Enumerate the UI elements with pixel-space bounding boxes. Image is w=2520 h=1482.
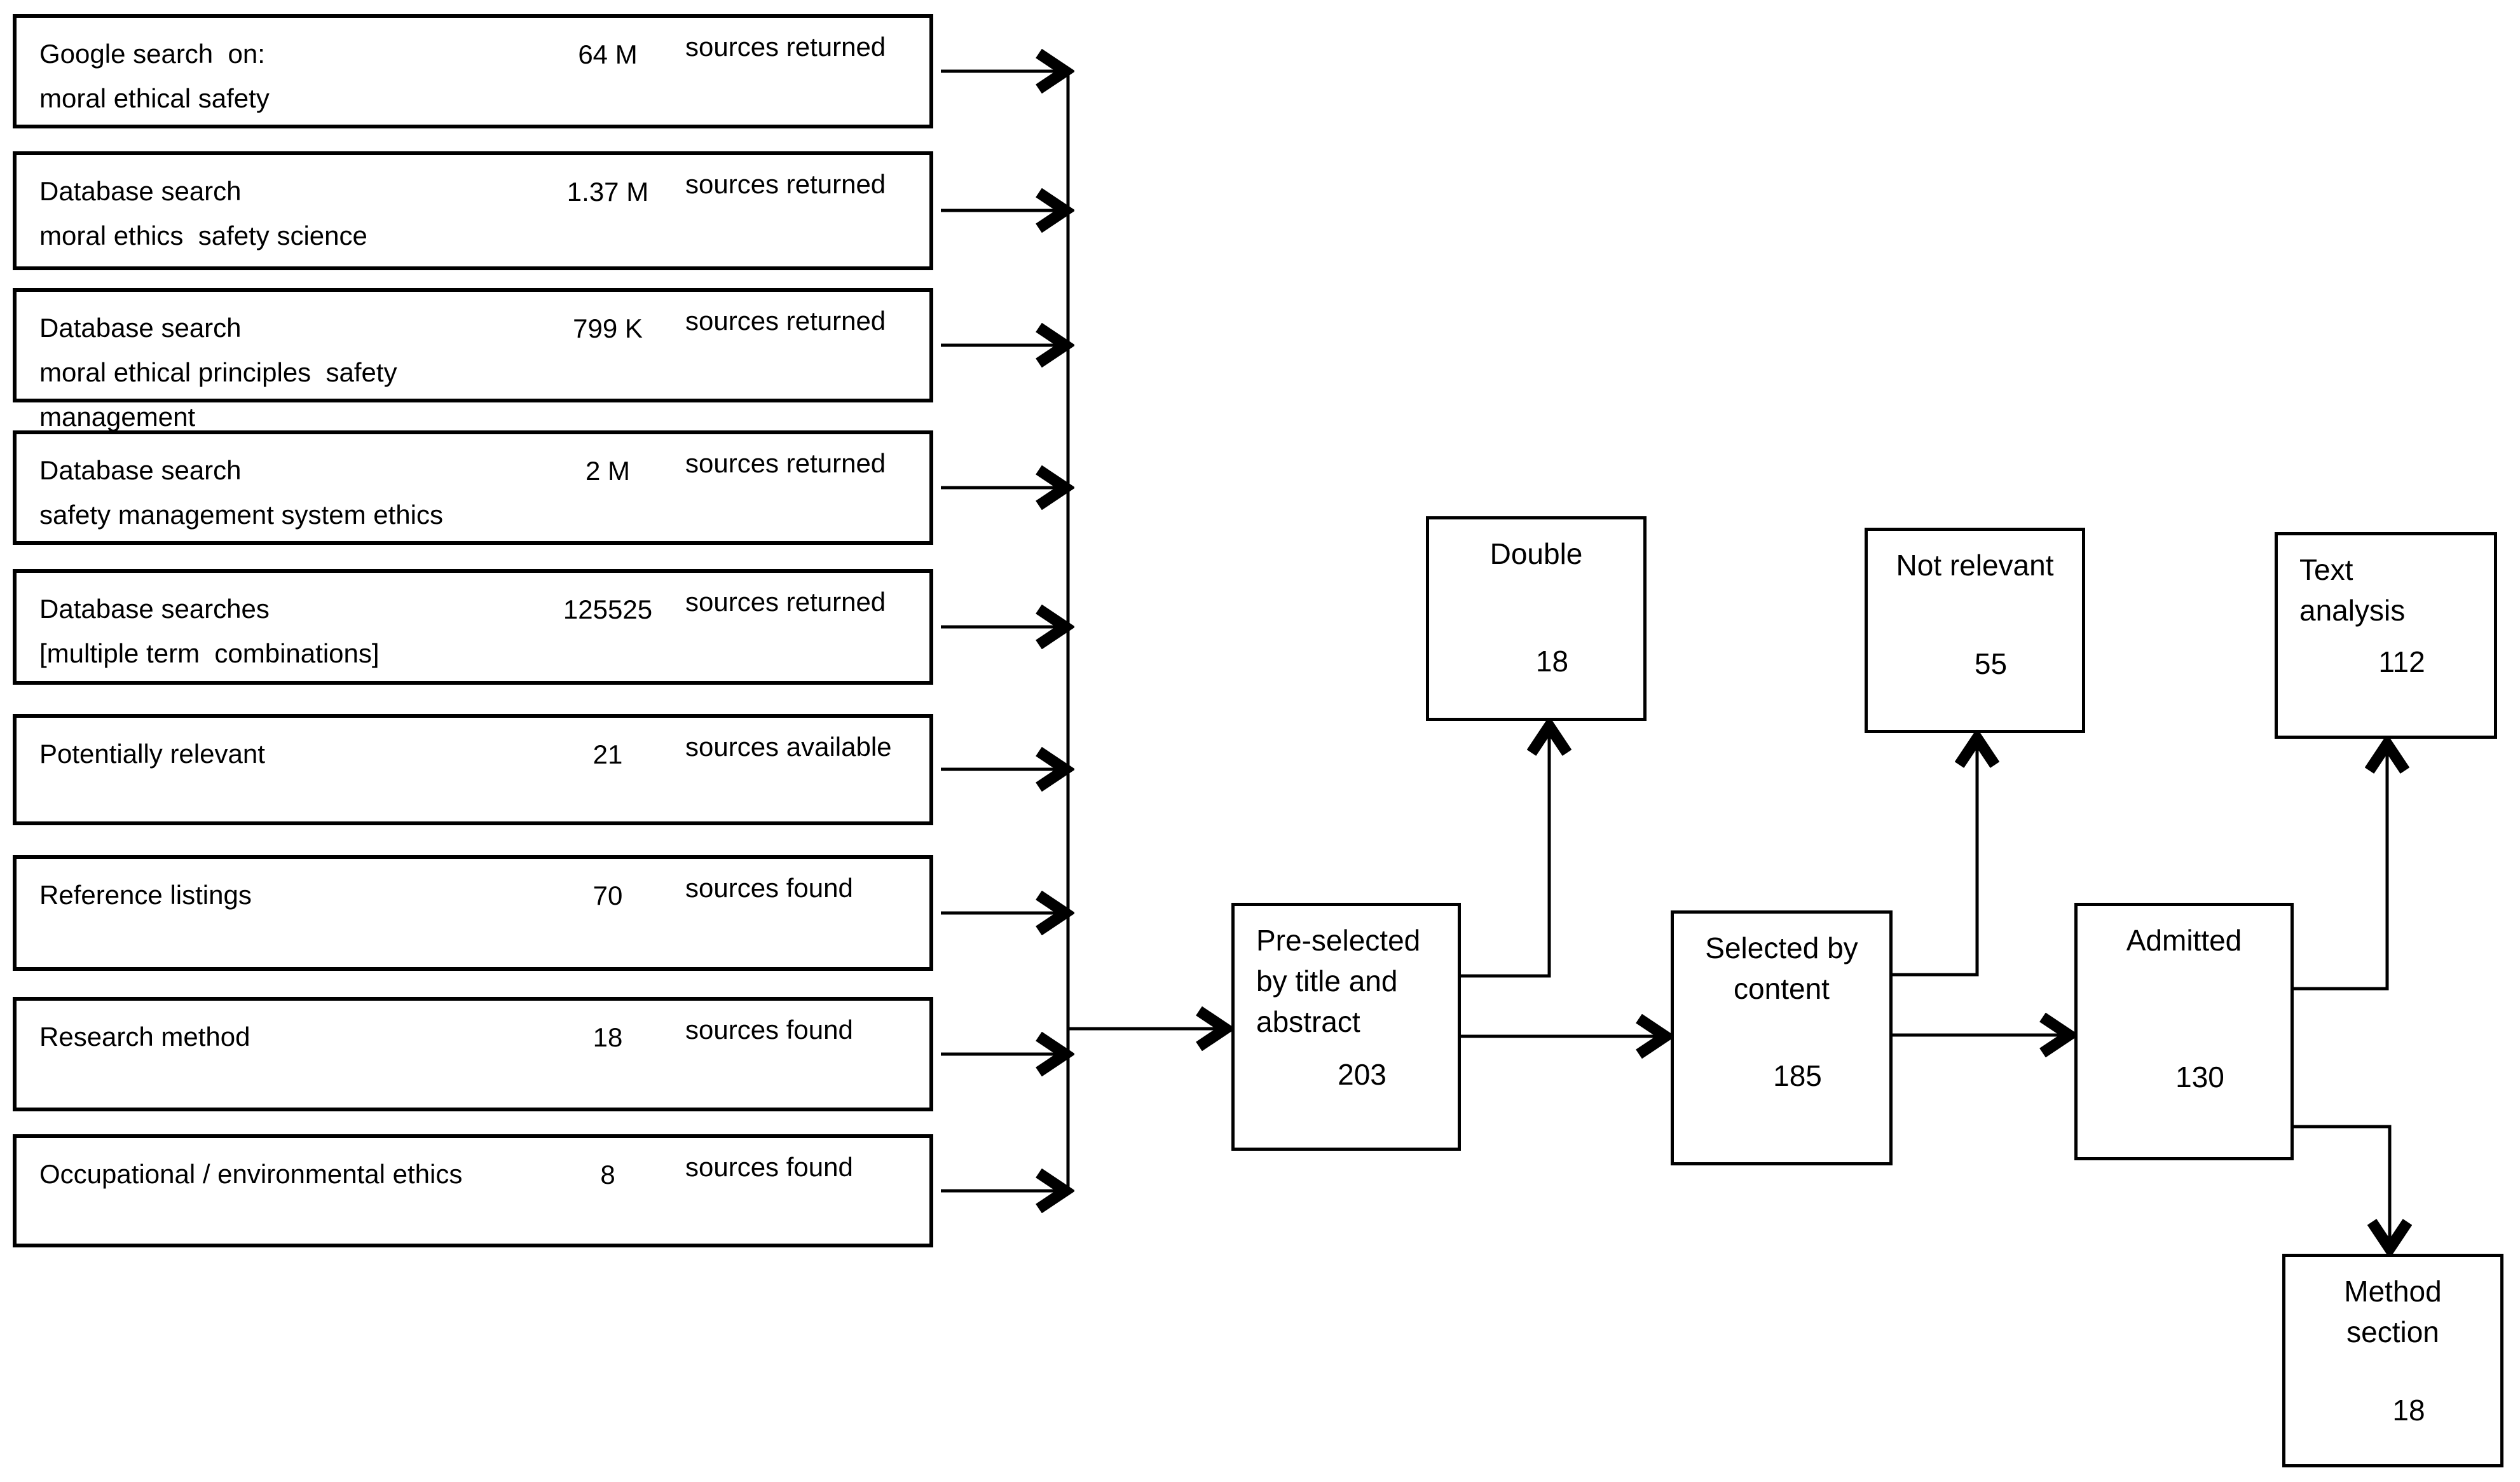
search-box-database-moral-ethical-principles: Database search moral ethical principles… — [13, 288, 933, 432]
search-box-suffix: sources found — [685, 1152, 853, 1182]
flow-box-admitted: Admitted 130 — [2074, 903, 2294, 1160]
flow-box-count: 112 — [2378, 645, 2425, 678]
flow-box-text-analysis: Text analysis 112 — [2275, 532, 2497, 739]
search-box-suffix: sources returned — [685, 169, 886, 199]
search-box-database-moral-ethics: Database search moral ethics safety scie… — [13, 151, 933, 270]
search-box-suffix: sources returned — [685, 448, 886, 478]
search-box-count: 2 M — [585, 456, 630, 486]
search-box-label: Occupational / environmental ethics — [39, 1159, 463, 1189]
search-box-label: Research method — [39, 1022, 250, 1052]
search-box-suffix: sources found — [685, 873, 853, 903]
search-box-research-method: Research method 18 sources found — [13, 997, 933, 1111]
flow-box-count: 130 — [2175, 1060, 2224, 1094]
search-box-label: Potentially relevant — [39, 739, 265, 769]
search-box-count: 125525 — [563, 594, 653, 624]
search-box-suffix: sources returned — [685, 587, 886, 617]
flow-box-not-relevant: Not relevant 55 — [1865, 528, 2085, 733]
search-box-suffix: sources available — [685, 732, 892, 762]
flow-box-title: Pre-selected by title and abstract — [1256, 924, 1421, 1038]
flow-box-method-section: Method section 18 — [2282, 1254, 2503, 1467]
arrow-admitted-to-textanalysis — [2294, 744, 2387, 991]
search-box-label: Google search on: moral ethical safety — [39, 39, 270, 113]
search-box-count: 18 — [592, 1022, 623, 1052]
flow-box-count: 18 — [2392, 1394, 2425, 1427]
flow-box-selected-by-content: Selected by content 185 — [1671, 910, 1893, 1165]
search-box-label: Database searches [multiple term combina… — [39, 594, 380, 668]
search-box-google: Google search on: moral ethical safety 6… — [13, 14, 933, 128]
arrow-selected-to-notrelevant — [1893, 738, 1977, 977]
search-box-label: Database search safety management system… — [39, 455, 443, 530]
search-box-count: 21 — [592, 739, 623, 769]
flow-box-count: 55 — [1974, 647, 2008, 680]
flow-box-pre-selected: Pre-selected by title and abstract 203 — [1231, 903, 1461, 1151]
search-box-suffix: sources returned — [685, 306, 886, 336]
flow-box-title: Not relevant — [1896, 549, 2054, 582]
flow-box-count: 203 — [1338, 1058, 1387, 1091]
search-box-label: Reference listings — [39, 880, 252, 910]
search-box-count: 64 M — [578, 39, 638, 69]
search-box-database-sms-ethics: Database search safety management system… — [13, 430, 933, 545]
search-box-reference-listings: Reference listings 70 sources found — [13, 855, 933, 971]
flow-box-title: Admitted — [2126, 924, 2242, 957]
search-box-occupational-environmental: Occupational / environmental ethics 8 so… — [13, 1134, 933, 1247]
search-box-label: Database search moral ethics safety scie… — [39, 176, 367, 250]
arrow-admitted-to-methodsection — [2294, 1125, 2390, 1249]
flow-box-count: 18 — [1535, 645, 1569, 678]
arrow-preselected-to-double — [1461, 726, 1549, 978]
search-box-count: 799 K — [573, 313, 643, 343]
search-box-potentially-relevant: Potentially relevant 21 sources availabl… — [13, 714, 933, 825]
flow-box-title: Selected by content — [1705, 931, 1858, 1005]
flow-box-title: Method section — [2344, 1275, 2442, 1348]
flow-box-count: 185 — [1773, 1059, 1822, 1092]
flow-box-title: Double — [1489, 537, 1583, 570]
search-box-count: 8 — [600, 1160, 615, 1190]
search-box-suffix: sources returned — [685, 32, 886, 62]
search-box-database-multiple-terms: Database searches [multiple term combina… — [13, 569, 933, 685]
search-box-label: Database search moral ethical principles… — [39, 313, 397, 432]
search-box-suffix: sources found — [685, 1015, 853, 1045]
flow-box-double: Double 18 — [1426, 516, 1647, 721]
search-box-count: 70 — [592, 881, 623, 910]
flow-box-title: Text analysis — [2299, 553, 2406, 627]
search-box-count: 1.37 M — [566, 177, 649, 207]
